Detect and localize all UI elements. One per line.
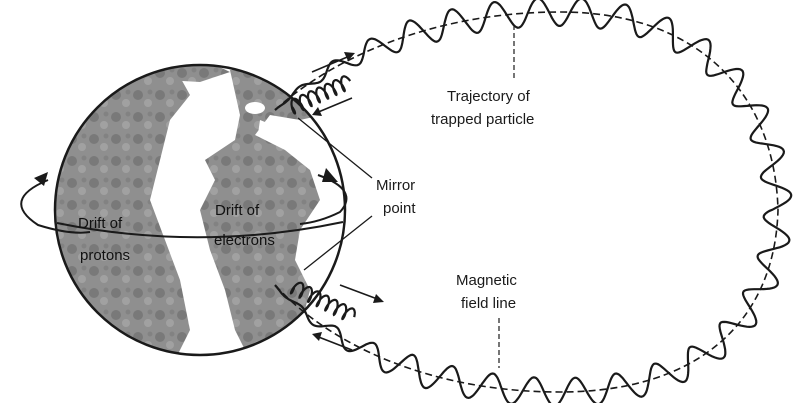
magnetic-field-label-line1: Magnetic <box>456 272 517 289</box>
drift-electrons-label-line2: electrons <box>214 232 275 249</box>
lower-bounce-arrows <box>312 285 384 350</box>
magnetic-field-label-line2: field line <box>461 295 516 312</box>
trajectory-label-line2: trapped particle <box>431 111 534 128</box>
trajectory-label-line1: Trajectory of <box>447 88 531 105</box>
drift-electrons-label-line1: Drift of <box>215 202 260 219</box>
drift-protons-label-line1: Drift of <box>78 215 123 232</box>
mirror-point-label-line2: point <box>383 200 416 217</box>
particle-trajectory <box>275 0 791 403</box>
drift-protons-label-line2: protons <box>80 247 130 264</box>
island <box>245 102 265 114</box>
earth-globe <box>40 60 345 360</box>
magnetic-field-line <box>275 12 778 392</box>
mirror-point-label-line1: Mirror <box>376 177 415 194</box>
